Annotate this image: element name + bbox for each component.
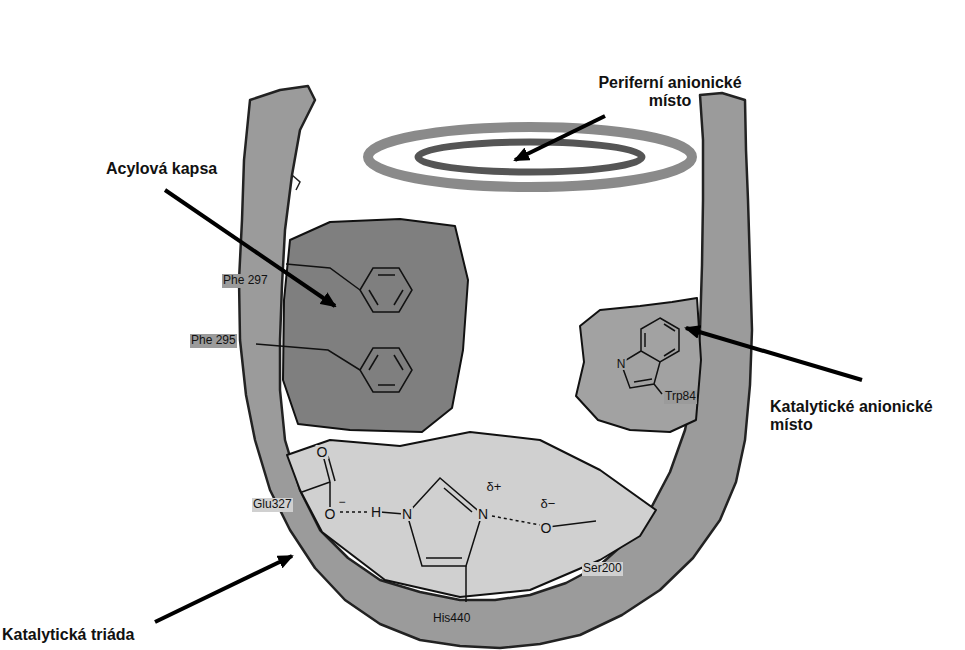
site-callout: Periferní anionické místo <box>590 74 750 111</box>
callout-arrow <box>155 556 292 622</box>
phe297-ring <box>286 264 412 312</box>
callout-arrows <box>155 116 862 622</box>
peripheral-ring-inner <box>418 142 642 172</box>
atom-symbol: N <box>616 358 627 370</box>
residue-label: Trp84 <box>664 390 697 404</box>
phe295-ring <box>256 344 412 392</box>
atom-symbol: H <box>370 505 382 519</box>
residue-label: His440 <box>432 612 471 626</box>
partial-charge: δ− <box>541 497 556 510</box>
callout-arrow <box>165 190 335 306</box>
residue-label: Phe 295 <box>190 334 237 348</box>
enzyme-wall <box>239 86 752 648</box>
glu327-carboxylate <box>302 455 404 514</box>
atom-symbol: O <box>316 445 329 459</box>
his440-imidazole <box>407 478 540 602</box>
callout-arrow <box>515 116 605 160</box>
catalytic-triad-pocket <box>287 432 656 597</box>
peripheral-ring-outer <box>368 127 692 187</box>
residue-label: Phe 297 <box>222 274 269 288</box>
atom-symbol: N <box>401 507 413 521</box>
anionic-site-pocket <box>576 298 701 432</box>
atom-symbol: N <box>477 507 489 521</box>
site-callout: Katalytická triáda <box>2 626 135 644</box>
atom-symbol: O <box>324 507 337 521</box>
site-callout: Katalytické anionické místo <box>770 398 940 435</box>
site-callout: Acylová kapsa <box>106 160 217 178</box>
ser200-hydroxyl <box>548 521 596 527</box>
residue-label: Glu327 <box>252 498 293 512</box>
trp84-indole <box>621 318 679 394</box>
charge-sign: − <box>338 496 345 508</box>
callout-arrow <box>686 328 862 380</box>
wall-notch <box>292 175 300 190</box>
acyl-pocket <box>283 219 468 432</box>
residue-label: Ser200 <box>582 562 623 576</box>
atom-symbol: O <box>540 521 553 535</box>
partial-charge: δ+ <box>487 480 502 493</box>
